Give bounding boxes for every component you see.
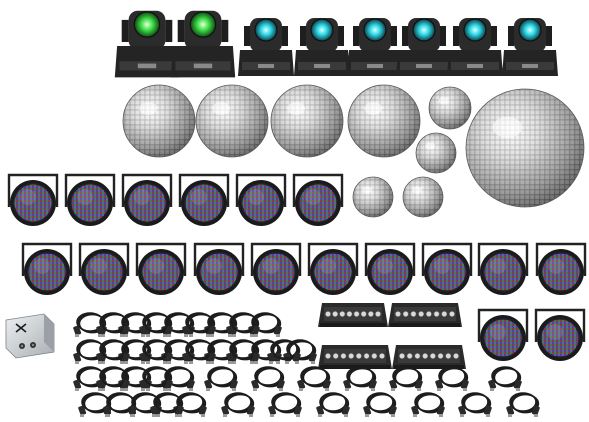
- dmx-cable: [458, 392, 492, 417]
- led-par-light: [292, 173, 344, 226]
- dmx-cable: [139, 366, 173, 391]
- dmx-cable: [268, 392, 302, 417]
- dmx-cable: [96, 312, 130, 337]
- dmx-cable: [150, 392, 184, 417]
- led-par-light: [235, 173, 287, 226]
- led-par-light: [135, 242, 187, 295]
- spot-moving-head: [502, 18, 558, 76]
- led-par-light: [421, 242, 473, 295]
- dmx-cable: [221, 392, 255, 417]
- mirror-ball-group: [122, 84, 585, 218]
- spot-moving-head: [294, 18, 350, 76]
- dmx-cable: [283, 339, 317, 364]
- mirror-ball: [347, 84, 421, 158]
- led-par-light: [307, 242, 359, 295]
- dmx-cable: [389, 366, 423, 391]
- mirror-ball: [195, 84, 269, 158]
- spot-moving-head: [396, 18, 452, 76]
- mirror-ball: [415, 132, 457, 174]
- dmx-cable: [182, 339, 216, 364]
- mirror-ball: [352, 176, 394, 218]
- dmx-cable: [343, 366, 377, 391]
- dmx-cable: [316, 392, 350, 417]
- mirror-ball: [402, 176, 444, 218]
- led-par-light: [21, 242, 73, 295]
- mirror-ball: [270, 84, 344, 158]
- wash-moving-head: [114, 10, 180, 78]
- dmx-cable-group: [73, 312, 540, 417]
- dmx-cable: [488, 366, 522, 391]
- dmx-cable: [139, 312, 173, 337]
- led-par-light: [535, 242, 587, 295]
- led-par-light: [193, 242, 245, 295]
- dmx-cable: [226, 339, 260, 364]
- led-bar-group: [318, 303, 466, 369]
- dmx-cable: [506, 392, 540, 417]
- dmx-cable: [204, 366, 238, 391]
- dmx-cable: [267, 339, 301, 364]
- led-par-light: [78, 242, 130, 295]
- mirror-ball: [122, 84, 196, 158]
- led-par-light: [250, 242, 302, 295]
- spot-moving-head: [238, 18, 294, 76]
- dmx-cable: [226, 312, 260, 337]
- mirror-ball: [428, 86, 472, 130]
- dmx-cable: [103, 392, 137, 417]
- led-par-light: [534, 308, 586, 361]
- led-par-light: [178, 173, 230, 226]
- dmx-cable: [297, 366, 331, 391]
- led-par-light: [64, 173, 116, 226]
- led-par-light: [7, 173, 59, 226]
- mirror-ball: [465, 88, 585, 208]
- led-par-light: [477, 242, 529, 295]
- led-bar-light: [318, 345, 392, 369]
- wash-moving-head: [170, 10, 236, 78]
- led-par-light: [364, 242, 416, 295]
- dmx-cable: [182, 312, 216, 337]
- moving-head-group: [114, 10, 558, 78]
- dmx-cable: [96, 339, 130, 364]
- dmx-cable: [96, 366, 130, 391]
- spot-moving-head: [447, 18, 503, 76]
- dmx-cable: [251, 366, 285, 391]
- dmx-cable: [411, 392, 445, 417]
- dmx-cable: [363, 392, 397, 417]
- led-bar-light: [392, 345, 466, 369]
- led-bar-light: [388, 303, 462, 327]
- led-bar-light: [318, 303, 388, 327]
- led-par-light: [477, 308, 529, 361]
- dmx-cable: [435, 366, 469, 391]
- spot-moving-head: [347, 18, 403, 76]
- led-par-group: [7, 173, 587, 361]
- dmx-controller-icon: [5, 313, 55, 359]
- led-par-light: [121, 173, 173, 226]
- dmx-cable: [139, 339, 173, 364]
